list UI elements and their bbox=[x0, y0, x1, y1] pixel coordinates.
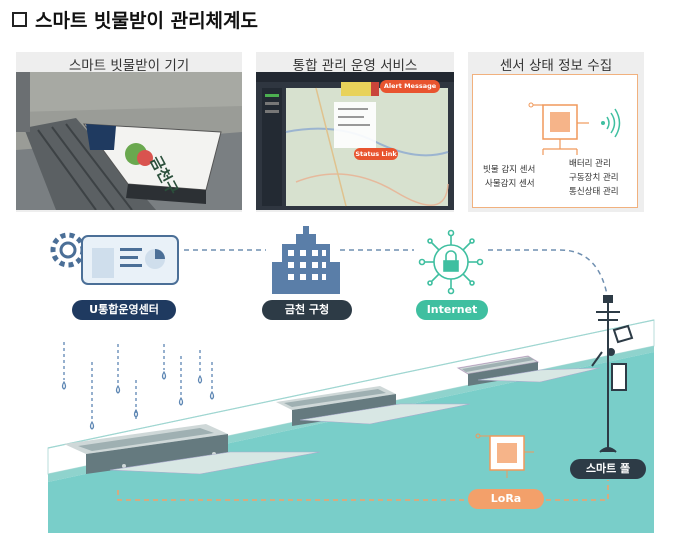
pie-chart-icon bbox=[145, 249, 165, 269]
building-icon bbox=[272, 226, 340, 294]
internet-label: Internet bbox=[416, 300, 488, 320]
gear-icon bbox=[50, 232, 86, 268]
panel-sensor-caption: 센서 상태 정보 수집 bbox=[499, 58, 613, 74]
sensor-frame: 빗물 감지 센서 사물감지 센서 배터리 관리 구동장치 관리 통신상태 관리 bbox=[472, 74, 638, 208]
panel-sensor: 센서 상태 정보 수집 빗물 감지 센서 사물감지 센서 배터리 관리 구동장치 bbox=[468, 52, 644, 212]
sensor-left-item: 사물감지 센서 bbox=[485, 179, 535, 189]
service-screenshot bbox=[256, 72, 454, 210]
smart-pole-icon bbox=[591, 295, 634, 453]
drain-unit bbox=[64, 424, 321, 475]
panel-device-caption: 스마트 빗물받이 기기 bbox=[68, 58, 190, 74]
rain-lines bbox=[63, 342, 213, 420]
panel-service: 통합 관리 운영 서비스 Alert Message Status Link bbox=[256, 52, 454, 212]
status-link-pill: Status Link bbox=[354, 148, 398, 160]
page-title: 스마트 빗물받이 관리체계도 bbox=[12, 6, 258, 33]
drain-unit bbox=[276, 386, 471, 426]
network-lock-icon bbox=[418, 229, 484, 295]
sensor-right-item: 배터리 관리 bbox=[569, 159, 611, 169]
lora-label: LoRa bbox=[468, 489, 544, 509]
panel-device: 스마트 빗물받이 기기 금천구 bbox=[16, 52, 242, 212]
page-title-text: 스마트 빗물받이 관리체계도 bbox=[35, 10, 258, 32]
ops-center-label: U통합운영센터 bbox=[72, 300, 176, 320]
raindrop-icons bbox=[61, 370, 215, 430]
checkbox-icon bbox=[12, 12, 27, 27]
panel-service-caption: 통합 관리 운영 서비스 bbox=[292, 58, 418, 74]
lora-chip-icon bbox=[475, 433, 534, 478]
alert-message-pill: Alert Message bbox=[380, 80, 440, 93]
office-label: 금천 구청 bbox=[262, 300, 352, 320]
sensor-right-item: 구동장치 관리 bbox=[569, 173, 619, 183]
drain-unit bbox=[456, 355, 601, 386]
sensor-right-item: 통신상태 관리 bbox=[569, 187, 619, 197]
device-photo bbox=[16, 72, 242, 210]
sensor-left-item: 빗물 감지 센서 bbox=[483, 165, 536, 175]
smart-pole-label: 스마트 폴 bbox=[570, 459, 646, 479]
sensor-chip-icon bbox=[528, 102, 621, 155]
